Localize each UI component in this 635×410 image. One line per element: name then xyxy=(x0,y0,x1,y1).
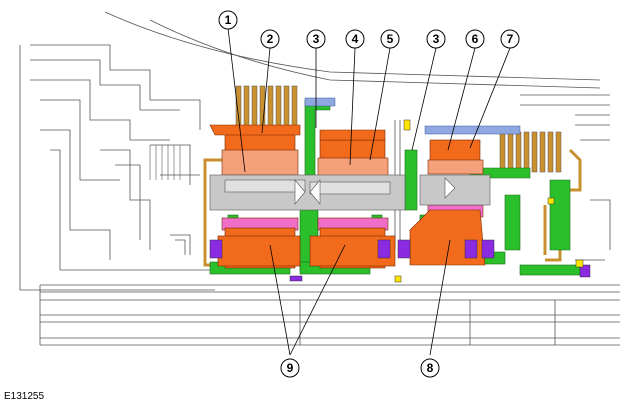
callout-1: 1 xyxy=(218,10,238,30)
figure-id: E131255 xyxy=(4,391,45,402)
callout-5: 5 xyxy=(380,29,400,49)
callout-7-label: 7 xyxy=(507,32,514,46)
callout-2-label: 2 xyxy=(267,32,274,46)
callout-4-label: 4 xyxy=(352,32,359,46)
seals-and-bearings xyxy=(209,119,591,283)
central-shaft xyxy=(209,174,491,211)
callout-8-label: 8 xyxy=(427,361,434,375)
callout-6: 6 xyxy=(465,29,485,49)
planetary-gears xyxy=(209,124,486,269)
callout-9: 9 xyxy=(280,358,300,378)
callout-3a-label: 3 xyxy=(313,32,320,46)
blue-components xyxy=(304,97,521,135)
callout-4: 4 xyxy=(345,29,365,49)
callout-6-label: 6 xyxy=(472,32,479,46)
callout-3b: 3 xyxy=(426,29,446,49)
callout-8: 8 xyxy=(420,358,440,378)
leader-lines xyxy=(227,27,511,356)
callout-3a: 3 xyxy=(306,29,326,49)
callout-7: 7 xyxy=(500,29,520,49)
callout-9-label: 9 xyxy=(287,361,294,375)
callout-5-label: 5 xyxy=(387,32,394,46)
callout-2: 2 xyxy=(260,29,280,49)
clutch-pack-left xyxy=(235,85,298,127)
clutch-pack-right xyxy=(499,131,562,173)
clutch-pack-input xyxy=(149,145,181,180)
callout-3b-label: 3 xyxy=(433,32,440,46)
callout-1-label: 1 xyxy=(225,13,232,27)
